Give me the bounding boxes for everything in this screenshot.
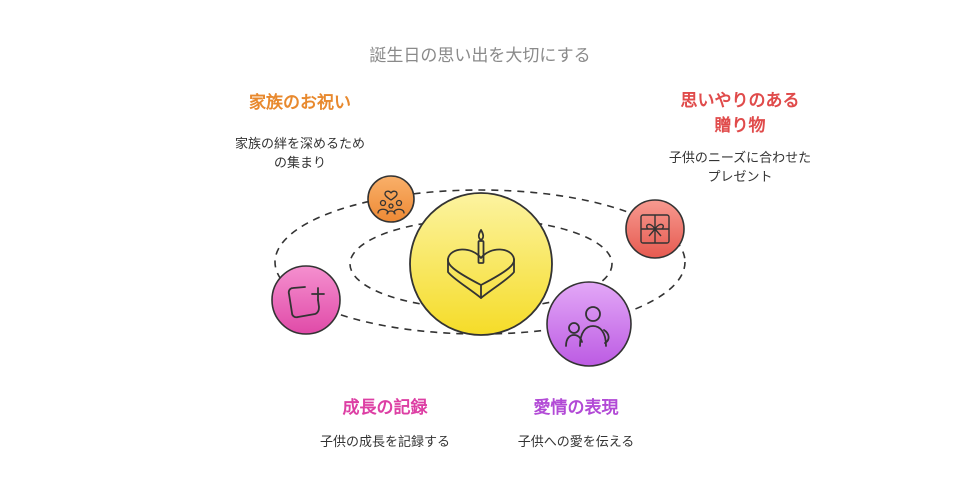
gift-title-line2: 贈り物 xyxy=(714,116,766,136)
center-node xyxy=(409,192,553,336)
gift-node xyxy=(625,199,685,259)
gift-desc-line2: プレゼント xyxy=(707,170,773,185)
add-note-icon xyxy=(287,286,325,319)
love-title: 愛情の表現 xyxy=(533,398,619,418)
growth-node xyxy=(271,265,341,335)
parent-child-icon xyxy=(565,306,610,347)
family-desc-line2: の集まり xyxy=(273,156,326,171)
gift-icon xyxy=(640,214,670,244)
diagram-title: 誕生日の思い出を大切にする xyxy=(369,46,591,66)
heart-cake-icon xyxy=(447,229,515,299)
growth-title: 成長の記録 xyxy=(342,398,428,418)
love-desc: 子供への愛を伝える xyxy=(517,435,635,450)
outer-orbit xyxy=(274,189,686,335)
love-node xyxy=(546,281,632,367)
family-node xyxy=(367,175,415,223)
family-title: 家族のお祝い xyxy=(249,93,351,113)
family-icon xyxy=(377,190,405,215)
family-desc-line1: 家族の絆を深めるため xyxy=(234,137,365,152)
gift-desc-line1: 子供のニーズに合わせた xyxy=(668,151,812,166)
growth-desc: 子供の成長を記録する xyxy=(319,435,450,450)
gift-title-line1: 思いやりのある xyxy=(680,91,800,111)
